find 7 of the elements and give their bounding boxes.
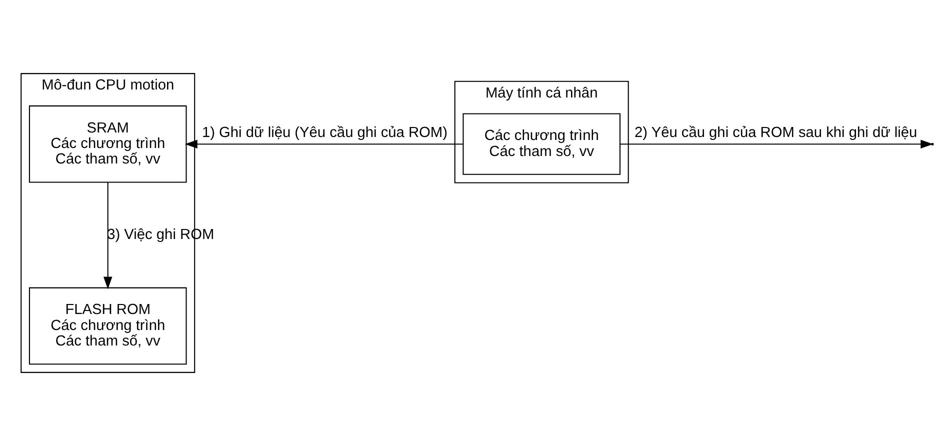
- node-box: SRAM Các chương trình Các tham số, vv: [28, 104, 187, 182]
- arrow: [184, 139, 463, 148]
- edge-label: 2) Yêu cầu ghi của ROM sau khi ghi dữ liệu: [634, 124, 918, 140]
- node-box: Các chương trình Các tham số, vv: [462, 112, 621, 174]
- arrow: [103, 182, 112, 289]
- node-box: FLASH ROM Các chương trình Các tham số, vv: [28, 286, 187, 364]
- edge-label: 1) Ghi dữ liệu (Yêu cầu ghi của ROM): [202, 124, 448, 140]
